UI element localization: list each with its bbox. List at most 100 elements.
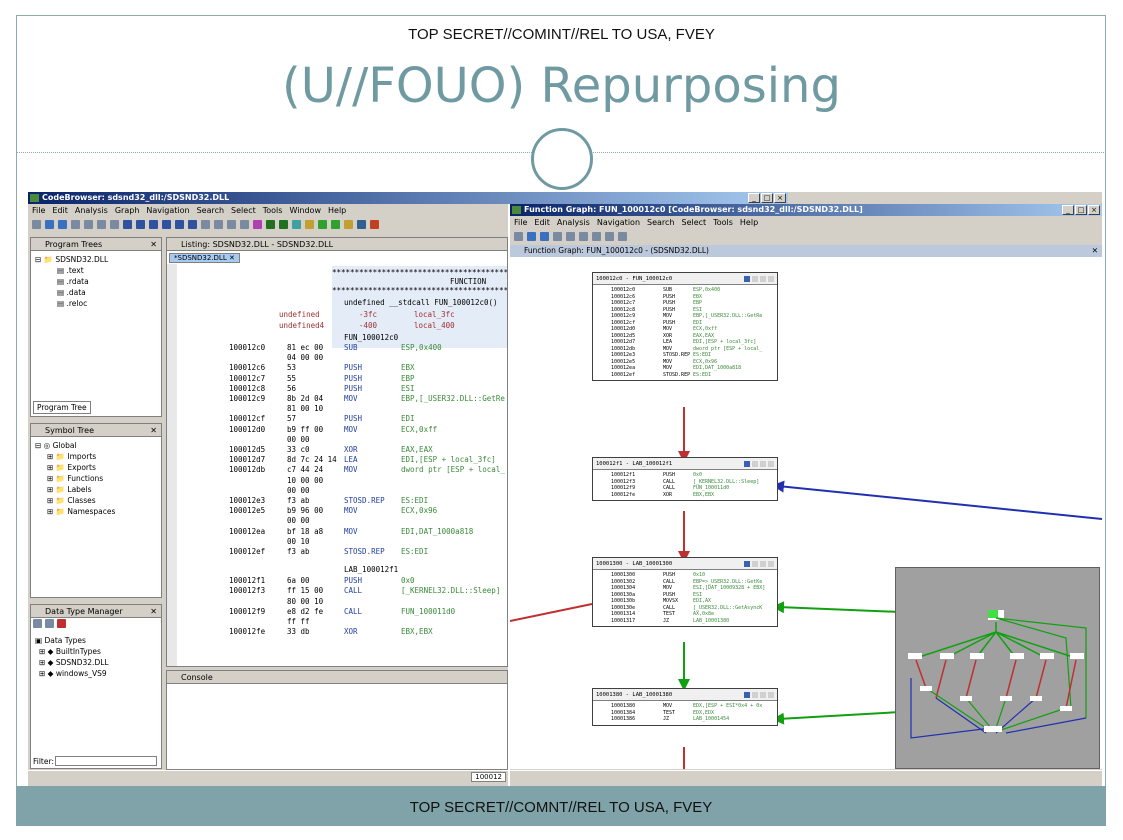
tree-item[interactable]: ⊞ 📁 Labels bbox=[47, 485, 92, 494]
tool-icon[interactable] bbox=[201, 219, 210, 229]
node-button-icon[interactable] bbox=[760, 561, 766, 567]
save-icon[interactable] bbox=[32, 219, 41, 229]
tree-item[interactable]: ⊞ 📁 Exports bbox=[47, 463, 96, 472]
node-button-icon[interactable] bbox=[752, 692, 758, 698]
check-icon[interactable] bbox=[253, 219, 262, 229]
close-icon[interactable]: × bbox=[774, 193, 786, 203]
nav-icon[interactable] bbox=[110, 219, 119, 229]
undo-icon[interactable] bbox=[227, 219, 236, 229]
menu-item[interactable]: Edit bbox=[534, 218, 550, 227]
tool-icon[interactable] bbox=[57, 619, 66, 628]
menu-item[interactable]: File bbox=[32, 206, 46, 215]
maximize-icon[interactable]: □ bbox=[761, 193, 773, 203]
node-button-icon[interactable] bbox=[744, 461, 750, 467]
tool-icon[interactable] bbox=[318, 219, 327, 229]
menu-item[interactable]: Search bbox=[196, 206, 225, 215]
back-icon[interactable] bbox=[527, 231, 536, 241]
tab-program-tree[interactable]: Program Tree bbox=[33, 401, 91, 414]
tree-root[interactable]: ⊟ ◎ Global bbox=[35, 441, 77, 450]
tool-icon[interactable] bbox=[33, 619, 42, 628]
tool-icon[interactable] bbox=[357, 219, 366, 229]
tool-icon[interactable] bbox=[266, 219, 275, 229]
r-icon[interactable] bbox=[188, 219, 197, 229]
u-icon[interactable] bbox=[162, 219, 171, 229]
tab-sdsnd32[interactable]: *SDSND32.DLL ✕ bbox=[169, 253, 240, 263]
node-button-icon[interactable] bbox=[768, 561, 774, 567]
tree-item[interactable]: ⊞ 📁 Classes bbox=[47, 496, 96, 505]
back-icon[interactable] bbox=[45, 219, 54, 229]
tool-icon[interactable] bbox=[305, 219, 314, 229]
node-button-icon[interactable] bbox=[744, 561, 750, 567]
menu-item[interactable]: Window bbox=[289, 206, 321, 215]
node-button-icon[interactable] bbox=[744, 276, 750, 282]
minimize-icon[interactable]: _ bbox=[1062, 205, 1074, 215]
nav-icon[interactable] bbox=[592, 231, 601, 241]
tree-item[interactable]: ▤ .reloc bbox=[57, 299, 88, 308]
menu-item[interactable]: Tools bbox=[262, 206, 283, 215]
menu-item[interactable]: Tools bbox=[713, 218, 733, 227]
close-icon[interactable]: ✕ bbox=[150, 607, 157, 616]
nav-icon[interactable] bbox=[71, 219, 80, 229]
minimize-icon[interactable]: _ bbox=[748, 193, 760, 203]
tool-icon[interactable] bbox=[331, 219, 340, 229]
close-icon[interactable]: ✕ bbox=[150, 240, 157, 249]
tree-item[interactable]: ⊞ 📁 Namespaces bbox=[47, 507, 116, 516]
menu-item[interactable]: Select bbox=[231, 206, 256, 215]
menu-item[interactable]: Help bbox=[328, 206, 347, 215]
node-button-icon[interactable] bbox=[752, 561, 758, 567]
close-icon[interactable]: ✕ bbox=[150, 426, 157, 435]
forward-icon[interactable] bbox=[58, 219, 67, 229]
menu-item[interactable]: Analysis bbox=[556, 218, 590, 227]
node-button-icon[interactable] bbox=[752, 276, 758, 282]
menu-item[interactable]: Edit bbox=[52, 206, 68, 215]
download-icon[interactable] bbox=[123, 219, 132, 229]
tree-item[interactable]: ▤ .text bbox=[57, 266, 84, 275]
tool-icon[interactable] bbox=[45, 619, 54, 628]
tree-root[interactable]: ▣ Data Types bbox=[35, 636, 86, 645]
close-icon[interactable]: ✕ bbox=[1091, 246, 1098, 255]
menu-item[interactable]: Select bbox=[681, 218, 707, 227]
tree-item[interactable]: ▤ .data bbox=[57, 288, 86, 297]
undo-icon[interactable] bbox=[605, 231, 614, 241]
menu-item[interactable]: Analysis bbox=[74, 206, 108, 215]
tool-icon[interactable] bbox=[344, 219, 353, 229]
tree-item[interactable]: ⊞ ◆ BuiltInTypes bbox=[39, 647, 101, 656]
f-icon[interactable] bbox=[175, 219, 184, 229]
redo-icon[interactable] bbox=[618, 231, 627, 241]
menu-item[interactable]: Help bbox=[739, 218, 759, 227]
close-icon[interactable]: × bbox=[1088, 205, 1100, 215]
satellite-overview[interactable] bbox=[895, 567, 1100, 769]
menu-item[interactable]: Navigation bbox=[596, 218, 641, 227]
menu-item[interactable]: File bbox=[514, 218, 528, 227]
save-icon[interactable] bbox=[514, 231, 523, 241]
i-icon[interactable] bbox=[136, 219, 145, 229]
tree-item[interactable]: ⊞ ◆ windows_VS9 bbox=[39, 669, 107, 678]
node-button-icon[interactable] bbox=[760, 461, 766, 467]
node-button-icon[interactable] bbox=[760, 276, 766, 282]
nav-icon[interactable] bbox=[97, 219, 106, 229]
tool-icon[interactable] bbox=[279, 219, 288, 229]
